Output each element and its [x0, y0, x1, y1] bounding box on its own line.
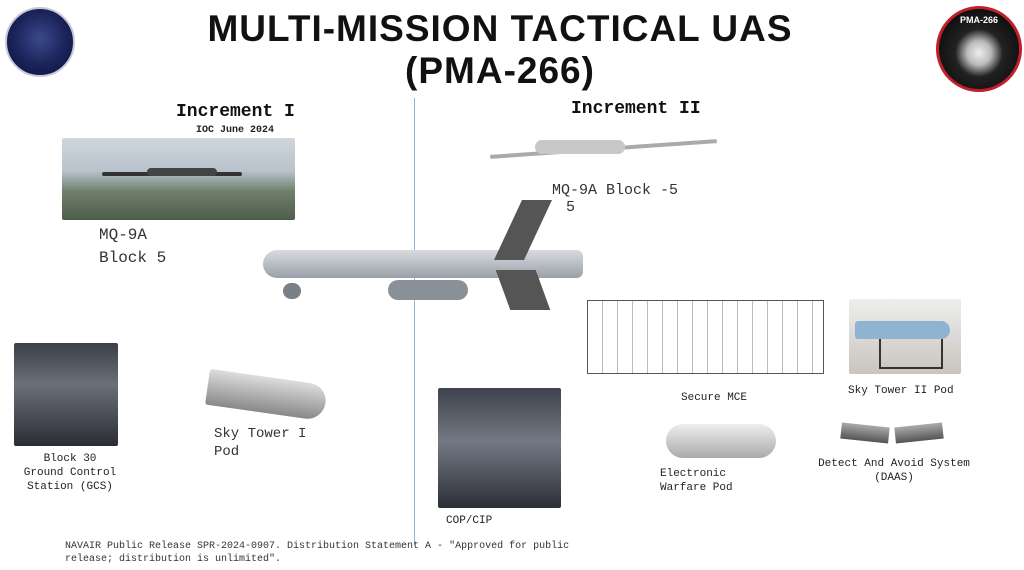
- ew-pod-label: Electronic Warfare Pod: [660, 467, 733, 495]
- ew-pod-label-line1: Electronic: [660, 468, 727, 480]
- secure-mce-diagram: [587, 300, 824, 374]
- sky-tower-1-label-line1: Sky Tower I: [214, 426, 307, 442]
- gcs-label-line3: Station (GCS): [27, 481, 113, 493]
- mq9a-block-minus5-label: MQ-9A Block -5: [552, 182, 679, 199]
- ioc-date: IOC June 2024: [196, 125, 275, 136]
- electronic-warfare-pod-image: [666, 424, 776, 458]
- cop-cip-label: COP/CIP: [446, 515, 493, 527]
- distribution-statement-line1: NAVAIR Public Release SPR-2024-0907. Dis…: [65, 541, 570, 552]
- gcs-label-line1: Block 30: [43, 453, 97, 465]
- slide-title-line1: MULTI-MISSION TACTICAL UAS: [207, 8, 793, 49]
- daas-label-line2: (DAAS): [874, 472, 914, 484]
- sky-tower-1-pod-image: [205, 368, 328, 422]
- sky-tower-1-label-line2: Pod: [214, 444, 240, 460]
- daas-label-line1: Detect And Avoid System: [818, 458, 970, 470]
- sky-tower-2-pod-photo: [849, 299, 961, 374]
- mq9a-label-line1: MQ-9A: [99, 226, 148, 244]
- gcs-label: Block 30 Ground Control Station (GCS): [10, 452, 130, 494]
- pma-266-logo: PMA-266: [936, 6, 1022, 92]
- gcs-label-line2: Ground Control: [23, 467, 117, 479]
- mq9a-block5-photo: [62, 138, 295, 220]
- increment-divider: [414, 98, 415, 545]
- distribution-statement-line2: release; distribution is unlimited".: [65, 554, 282, 565]
- mq9a-label-overflow: 5: [566, 199, 576, 216]
- mq9a-block5-small-drone: [490, 125, 717, 170]
- daas-label: Detect And Avoid System (DAAS): [804, 457, 984, 485]
- slide-title-line2: (PMA-266): [405, 50, 595, 91]
- secure-mce-label: Secure MCE: [681, 392, 748, 404]
- increment-1-heading: Increment I: [176, 102, 295, 122]
- increment-2-heading: Increment II: [571, 99, 701, 119]
- sky-tower-2-label: Sky Tower II Pod: [848, 385, 954, 397]
- gcs-photo: [14, 343, 118, 446]
- left-squadron-logo: [5, 7, 75, 77]
- cop-cip-photo: [438, 388, 561, 508]
- ew-pod-label-line2: Warfare Pod: [660, 482, 733, 494]
- distribution-statement: NAVAIR Public Release SPR-2024-0907. Dis…: [65, 540, 569, 566]
- mq9a-label-line2: Block 5: [99, 249, 167, 267]
- daas-sensor-image: [840, 422, 944, 444]
- sky-tower-1-label: Sky Tower I Pod: [214, 425, 306, 461]
- mq9a-main-drone-image: [243, 195, 590, 310]
